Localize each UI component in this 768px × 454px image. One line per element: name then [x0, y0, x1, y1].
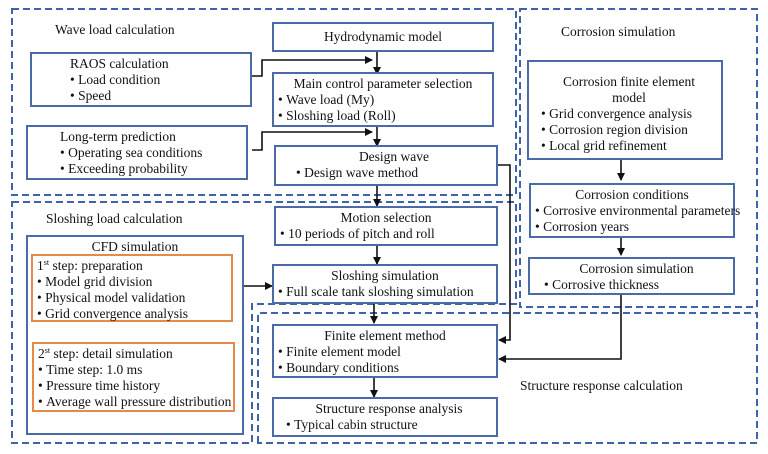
list-item: Corrosion region division: [541, 122, 717, 138]
step-title: step: preparation: [49, 258, 143, 273]
box-motion-selection: Motion selection 10 periods of pitch and…: [274, 206, 498, 246]
step-ordinal: st: [44, 346, 51, 355]
list-item: Corrosive thickness: [544, 277, 729, 293]
list-item: Speed: [70, 88, 246, 104]
box-title: CFD simulation: [91, 239, 179, 254]
box-title: Finite element method: [324, 328, 446, 343]
list-item: Finite element model: [278, 344, 492, 360]
box-corrosion-simulation: Corrosion simulation Corrosive thickness: [528, 257, 735, 295]
arrow-raos-to-main-control: [252, 56, 373, 77]
list-item: Sloshing load (Roll): [278, 108, 488, 124]
box-sloshing-simulation: Sloshing simulation Full scale tank slos…: [272, 264, 498, 304]
box-title: Structure response analysis: [315, 401, 463, 416]
box-title: RAOS calculation: [70, 56, 169, 71]
region-corrosion-border: [519, 8, 758, 308]
list-item: Boundary conditions: [278, 360, 492, 376]
box-design-wave: Design wave Design wave method: [274, 145, 498, 186]
box-title: Corrosion conditions: [575, 187, 689, 202]
list-item: Average wall pressure distribution: [38, 394, 231, 410]
box-raos-calculation: RAOS calculation Load condition Speed: [30, 52, 252, 107]
arrow-long-term-to-design-wave: [252, 128, 373, 151]
arrow-design-wave-to-fem: [498, 164, 511, 344]
list-item: Typical cabin structure: [286, 417, 492, 433]
region-wave-border: [11, 8, 517, 196]
box-title: Long-term prediction: [60, 129, 176, 144]
arrow-corrosion-sim-to-fem: [498, 294, 622, 363]
box-title: Corrosion finite element model: [563, 74, 695, 105]
box-title: Motion selection: [340, 210, 432, 225]
step-number: 1: [37, 258, 44, 273]
list-item: 10 periods of pitch and roll: [280, 226, 492, 242]
list-item: Time step: 1.0 ms: [38, 362, 229, 378]
step-title: step: detail simulation: [50, 346, 173, 361]
box-long-term-prediction: Long-term prediction Operating sea condi…: [26, 125, 248, 180]
box-cfd-step-2: 2st step: detail simulation Time step: 1…: [32, 342, 235, 412]
list-item: Exceeding probability: [60, 161, 242, 177]
box-title: Corrosion simulation: [579, 261, 694, 276]
list-item: Grid convergence analysis: [37, 306, 227, 322]
list-item: Operating sea conditions: [60, 145, 242, 161]
box-title: Design wave: [358, 149, 430, 164]
region-label-sloshing: Sloshing load calculation: [46, 211, 183, 226]
list-item: Local grid refinement: [541, 138, 717, 154]
box-corrosion-finite-element-model: Corrosion finite element model Grid conv…: [527, 60, 723, 160]
list-item: Wave load (My): [278, 92, 488, 108]
region-label-corrosion: Corrosion simulation: [561, 24, 676, 39]
step-ordinal: st: [43, 258, 50, 267]
box-title: 1st step: preparation: [37, 258, 227, 274]
list-item: Load condition: [70, 72, 246, 88]
box-corrosion-conditions: Corrosion conditions Corrosive environme…: [529, 183, 740, 238]
box-title: Main control parameter selection: [293, 76, 473, 91]
box-title: 2st step: detail simulation: [38, 346, 229, 362]
box-main-control-parameter-selection: Main control parameter selection Wave lo…: [272, 72, 494, 127]
list-item: Physical model validation: [37, 290, 227, 306]
list-item: Pressure time history: [38, 378, 229, 394]
list-item: Grid convergence analysis: [541, 106, 717, 122]
list-item: Corrosive environmental parameters: [535, 203, 740, 219]
box-title: Hydrodynamic model: [323, 29, 443, 44]
box-cfd-step-1: 1st step: preparation Model grid divisio…: [31, 254, 233, 322]
step-number: 2: [38, 346, 45, 361]
region-structure-border: [257, 312, 758, 444]
list-item: Full scale tank sloshing simulation: [278, 284, 492, 300]
list-item: Design wave method: [296, 165, 492, 181]
list-item: Model grid division: [37, 274, 227, 290]
box-finite-element-method: Finite element method Finite element mod…: [272, 324, 498, 378]
box-structure-response-analysis: Structure response analysis Typical cabi…: [272, 397, 498, 437]
box-hydrodynamic-model: Hydrodynamic model: [272, 22, 494, 52]
region-label-wave: Wave load calculation: [55, 22, 175, 37]
list-item: Corrosion years: [535, 219, 729, 235]
box-title: Sloshing simulation: [331, 268, 439, 283]
region-label-structure: Structure response calculation: [520, 378, 683, 393]
region-sloshing-border: [11, 201, 517, 444]
